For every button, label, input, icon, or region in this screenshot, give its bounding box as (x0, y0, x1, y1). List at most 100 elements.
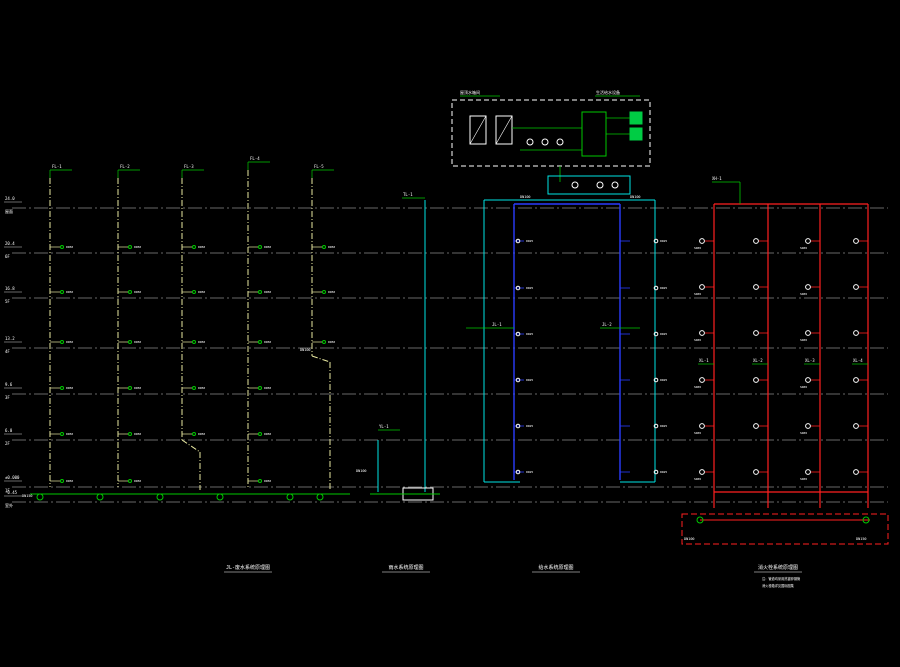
drawing-note: 消火栓箱详见国标图集 (762, 583, 795, 588)
floor-drain-symbol (128, 479, 132, 483)
floor-drain-size: DN50 (328, 290, 335, 294)
fire-hydrant-symbol (853, 238, 859, 244)
fire-hydrant-symbol (853, 423, 859, 429)
valve-symbol (541, 138, 549, 146)
supply-branch-size: DN25 (660, 332, 667, 336)
equipment-room-tag: 屋顶水箱间 (460, 89, 480, 95)
floor-drain-symbol (322, 245, 326, 249)
floor-drain-symbol (60, 386, 64, 390)
level-elevation-label: -0.45 (5, 490, 18, 495)
level-elevation-label: 24.0 (5, 196, 15, 201)
floor-drain-size: DN50 (328, 245, 335, 249)
fire-valve-label: SN65 (694, 431, 701, 435)
level-floor-label: 室外 (5, 502, 13, 508)
floor-drain-symbol (322, 340, 326, 344)
tank-hatch (469, 115, 487, 145)
fire-riser-tag: XL-2 (753, 358, 763, 363)
floor-drain-symbol (258, 290, 262, 294)
floor-drain-size: DN50 (134, 340, 141, 344)
level-floor-label: 2F (5, 441, 10, 446)
floor-drain-size: DN50 (66, 479, 73, 483)
supply-tap (515, 377, 521, 383)
floor-drain-size: DN50 (264, 290, 271, 294)
supply-branch-size: DN25 (526, 424, 533, 428)
pump-1 (629, 111, 643, 125)
equipment-note: 生活给水设备 (596, 89, 620, 95)
level-elevation-label: 16.8 (5, 286, 15, 291)
panel-title: JL-废水系统原理图 (226, 564, 270, 571)
equipment-room-boundary (451, 99, 651, 167)
supply-main-label: DN100 (520, 195, 531, 199)
fire-hydrant-symbol (753, 330, 759, 336)
floor-drain-size: DN50 (66, 386, 73, 390)
pump-unit-frame (581, 111, 607, 157)
floor-drain-size: DN50 (134, 386, 141, 390)
floor-drain-symbol (192, 432, 196, 436)
fire-hydrant-symbol (805, 330, 811, 336)
fire-hydrant-symbol (699, 330, 705, 336)
tank-hatch (495, 115, 513, 145)
supply-branch-size: DN25 (526, 378, 533, 382)
level-floor-label: 5F (5, 299, 10, 304)
valve-symbol (526, 138, 534, 146)
manifold-valve (596, 181, 604, 189)
floor-drain-symbol (322, 290, 326, 294)
fire-hydrant-symbol (699, 284, 705, 290)
floor-drain-symbol (258, 432, 262, 436)
pump-adapter-symbol (696, 516, 704, 524)
panel-title: 消火栓系统原理图 (758, 564, 798, 571)
floor-drain-size: DN50 (198, 340, 205, 344)
floor-drain-symbol (128, 245, 132, 249)
drain-outlet-symbol (286, 493, 294, 501)
rooftop-equipment: 屋顶水箱间 生活给水设备 (451, 89, 651, 195)
supply-tap (653, 285, 659, 291)
supply-branch-size: DN25 (660, 378, 667, 382)
floor-drain-size: DN50 (264, 386, 271, 390)
manifold-valve (571, 181, 579, 189)
fire-hydrant-symbol (753, 423, 759, 429)
fire-riser-tag: XL-3 (805, 358, 815, 363)
fire-hydrant-symbol (805, 423, 811, 429)
drain-outlet-symbol (316, 493, 324, 501)
drain-riser-tag: FL-5 (314, 164, 324, 169)
fire-valve-label: SN65 (800, 431, 807, 435)
supply-tap (515, 331, 521, 337)
floor-drain-symbol (258, 479, 262, 483)
floor-drain-symbol (258, 245, 262, 249)
fire-riser-tag: XL-1 (699, 358, 709, 363)
floor-drain-symbol (192, 245, 196, 249)
level-elevation-label: ±0.000 (5, 475, 20, 480)
panel-title: 给水系统原理图 (538, 564, 573, 571)
floor-drain-size: DN50 (66, 432, 73, 436)
floor-drain-symbol (258, 340, 262, 344)
supply-tap (515, 423, 521, 429)
floor-drain-symbol (60, 245, 64, 249)
drain-outlet-symbol (96, 493, 104, 501)
fire-valve-label: SN65 (694, 246, 701, 250)
drain-riser-tag: FL-2 (120, 164, 130, 169)
floor-drain-symbol (128, 432, 132, 436)
supply-branch-size: DN25 (526, 332, 533, 336)
drain-riser-tag: FL-1 (52, 164, 62, 169)
floor-drain-symbol (128, 386, 132, 390)
floor-drain-symbol (60, 479, 64, 483)
supply-riser-tag: JL-1 (492, 322, 502, 327)
fire-valve-label: SN65 (694, 338, 701, 342)
drawing-note: 注：管道均采用热镀锌钢管 (762, 576, 800, 581)
supply-branch-size: DN25 (526, 470, 533, 474)
floor-drain-size: DN50 (264, 340, 271, 344)
level-elevation-label: 20.4 (5, 241, 15, 246)
supply-branch-size: DN25 (526, 286, 533, 290)
floor-drain-size: DN50 (66, 290, 73, 294)
level-floor-label: 6F (5, 254, 10, 259)
floor-drain-symbol (128, 290, 132, 294)
drain-offset (311, 355, 331, 363)
level-floor-label: 3F (5, 395, 10, 400)
floor-drain-size: DN50 (66, 340, 73, 344)
floor-drain-size: DN50 (198, 432, 205, 436)
floor-drain-size: DN50 (134, 245, 141, 249)
